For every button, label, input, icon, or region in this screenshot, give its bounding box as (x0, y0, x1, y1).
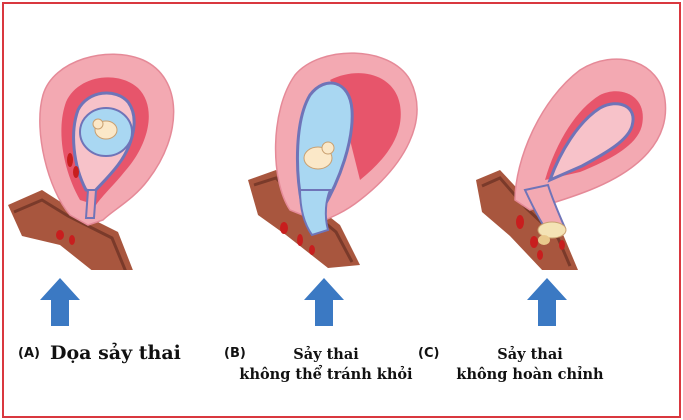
panel-c-caption-line1: Sảy thai (497, 346, 563, 363)
up-arrow-icon (527, 278, 567, 326)
placental-tissue-icon (537, 221, 567, 245)
panel-b-label: (B) (224, 346, 246, 361)
uterine-cavity (547, 102, 635, 183)
up-arrow-icon (40, 278, 80, 326)
fetus-icon (92, 118, 118, 140)
panel-c-uterus-illustration (476, 58, 667, 270)
panel-c-label: (C) (418, 346, 440, 361)
blood-drop-icon (516, 215, 565, 260)
vagina-canal (476, 170, 578, 270)
blood-drop-icon (280, 222, 315, 255)
cervix-closed (84, 189, 98, 219)
fetus-icon (303, 141, 335, 170)
dilated-cervix (298, 189, 332, 237)
vagina-canal (8, 190, 133, 270)
up-arrow-icon (304, 278, 344, 326)
panel-a-uterus-illustration (8, 53, 175, 270)
panel-b-uterus-illustration (248, 52, 418, 268)
panel-a-caption: Dọa sảy thai (50, 342, 181, 364)
panel-b-caption-line1: Sảy thai (293, 346, 359, 363)
panel-a-label: (A) (18, 346, 40, 361)
blood-drop-icon (56, 153, 79, 245)
panel-c-caption-line2: không hoàn chỉnh (456, 366, 604, 383)
panel-b-caption-line2: không thể tránh khỏi (239, 366, 413, 383)
